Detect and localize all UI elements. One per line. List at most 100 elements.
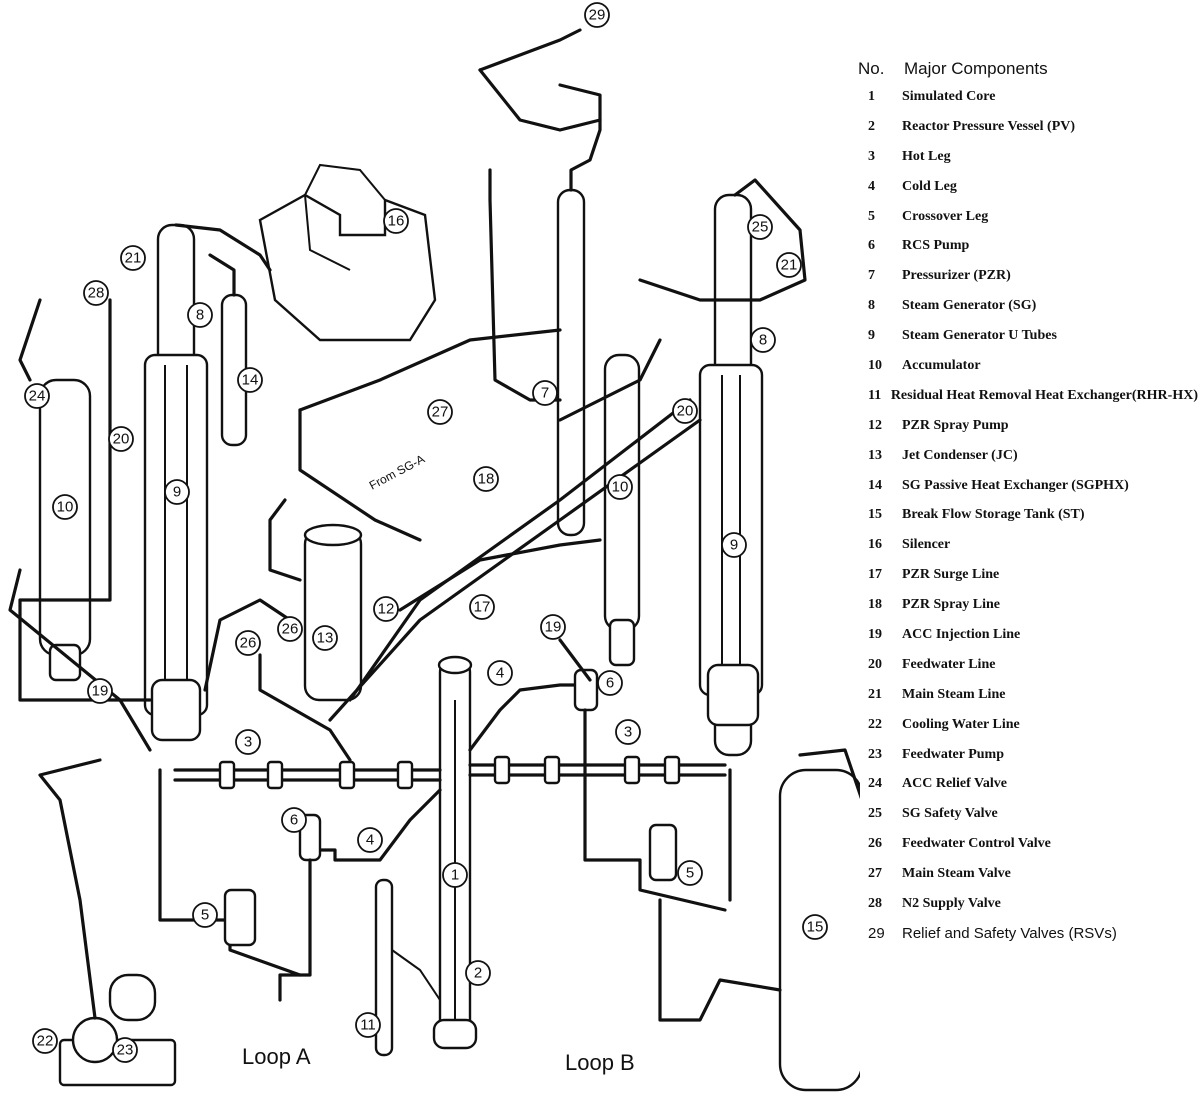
- legend-item-label: SG Safety Valve: [902, 806, 998, 822]
- svg-text:20: 20: [113, 431, 130, 448]
- callout-17: 17: [469, 594, 495, 620]
- legend-item-label: Pressurizer (PZR): [902, 268, 1011, 284]
- legend-item-number: 4: [868, 178, 875, 194]
- legend-item-number: 13: [868, 447, 882, 463]
- callout-21-loop-b: 21: [776, 252, 802, 278]
- svg-text:2: 2: [474, 965, 482, 982]
- legend-item-number: 22: [868, 716, 882, 732]
- callout-27: 27: [427, 399, 453, 425]
- legend-item-number: 5: [868, 208, 875, 224]
- legend-item-label: Cold Leg: [902, 178, 957, 194]
- callout-8-sg-b: 8: [750, 327, 776, 353]
- legend-item-number: 8: [868, 298, 875, 314]
- legend-item-number: 7: [868, 268, 875, 284]
- pressurizer: [556, 83, 602, 537]
- callout-10-acc-b: 10: [607, 474, 633, 500]
- legend-item: 22 Cooling Water Line: [858, 710, 1198, 740]
- callout-21-loop-a: 21: [120, 245, 146, 271]
- callout-6-loop-a: 6: [281, 807, 307, 833]
- legend-item: 7 Pressurizer (PZR): [858, 261, 1198, 291]
- auxiliary-lines: [8, 28, 807, 762]
- legend-item-number: 16: [868, 537, 882, 553]
- svg-text:13: 13: [317, 630, 334, 647]
- legend-item-label: Feedwater Line: [902, 656, 996, 672]
- svg-text:18: 18: [478, 471, 495, 488]
- callout-4-loop-a: 4: [357, 827, 383, 853]
- accumulator-a: [38, 378, 92, 682]
- callout-10-acc-a: 10: [52, 494, 78, 520]
- legend-item-label: Relief and Safety Valves (RSVs): [902, 925, 1117, 943]
- svg-text:27: 27: [432, 404, 449, 421]
- legend-item-number: 1: [868, 88, 875, 104]
- legend-item-number: 27: [868, 866, 882, 882]
- callout-15: 15: [802, 914, 828, 940]
- svg-text:22: 22: [37, 1033, 54, 1050]
- callout-9-sg-b: 9: [721, 532, 747, 558]
- callout-24: 24: [24, 383, 50, 409]
- reactor-pressure-vessel: [432, 655, 478, 1050]
- break-flow-storage-tank: [658, 748, 860, 1092]
- legend-item-label: N2 Supply Valve: [902, 895, 1001, 911]
- legend-item-number: 9: [868, 328, 875, 344]
- feedwater-pump: [38, 758, 177, 1087]
- facility-schematic: From SG-A Loop A Loop B 1 2 3 3 4 4 5 5 …: [8, 2, 860, 1092]
- legend-item-number: 24: [868, 776, 882, 792]
- callout-2: 2: [465, 960, 491, 986]
- legend-item: 11 Residual Heat Removal Heat Exchanger(R…: [858, 381, 1198, 411]
- svg-text:21: 21: [125, 250, 142, 267]
- legend-item-number: 19: [868, 626, 882, 642]
- jet-condenser: [303, 523, 363, 702]
- legend-item-number: 20: [868, 656, 882, 672]
- steam-generator-a: [143, 223, 209, 742]
- svg-text:19: 19: [545, 619, 562, 636]
- legend-item-label: PZR Surge Line: [902, 567, 1000, 583]
- callout-28: 28: [83, 280, 109, 306]
- callout-6-loop-b: 6: [597, 670, 623, 696]
- svg-text:4: 4: [366, 832, 374, 849]
- callout-5-loop-a: 5: [192, 902, 218, 928]
- callout-14: 14: [237, 367, 263, 393]
- legend-item-number: 11: [868, 387, 882, 403]
- legend-item: 5 Crossover Leg: [858, 202, 1198, 232]
- legend-item-label: Crossover Leg: [902, 208, 989, 224]
- steam-generator-b: [698, 193, 764, 757]
- legend-item: 10 Accumulator: [858, 351, 1198, 381]
- legend-header-no: No.: [858, 59, 885, 78]
- legend-item-label: Steam Generator U Tubes: [902, 328, 1057, 344]
- svg-text:19: 19: [92, 683, 109, 700]
- legend-item-label: Feedwater Pump: [902, 746, 1004, 762]
- svg-text:1: 1: [451, 867, 459, 884]
- legend-item: 9 Steam Generator U Tubes: [858, 321, 1198, 351]
- legend-item: 4 Cold Leg: [858, 172, 1198, 202]
- legend-item-label: Accumulator: [902, 357, 981, 373]
- svg-text:16: 16: [388, 213, 405, 230]
- svg-text:8: 8: [196, 307, 204, 324]
- legend-item-number: 29: [868, 925, 885, 943]
- legend-item-label: Cooling Water Line: [902, 716, 1020, 732]
- svg-text:8: 8: [759, 332, 767, 349]
- legend-item-number: 17: [868, 567, 882, 583]
- svg-text:9: 9: [730, 537, 738, 554]
- legend-item-number: 10: [868, 357, 882, 373]
- legend-item-label: Residual Heat Removal Heat Exchanger(RHR…: [890, 387, 1198, 403]
- callout-20-loop-b: 20: [672, 398, 698, 424]
- legend-item-number: 3: [868, 148, 875, 164]
- svg-text:23: 23: [117, 1042, 134, 1059]
- callout-1: 1: [442, 862, 468, 888]
- legend-item-label: Steam Generator (SG): [902, 298, 1037, 314]
